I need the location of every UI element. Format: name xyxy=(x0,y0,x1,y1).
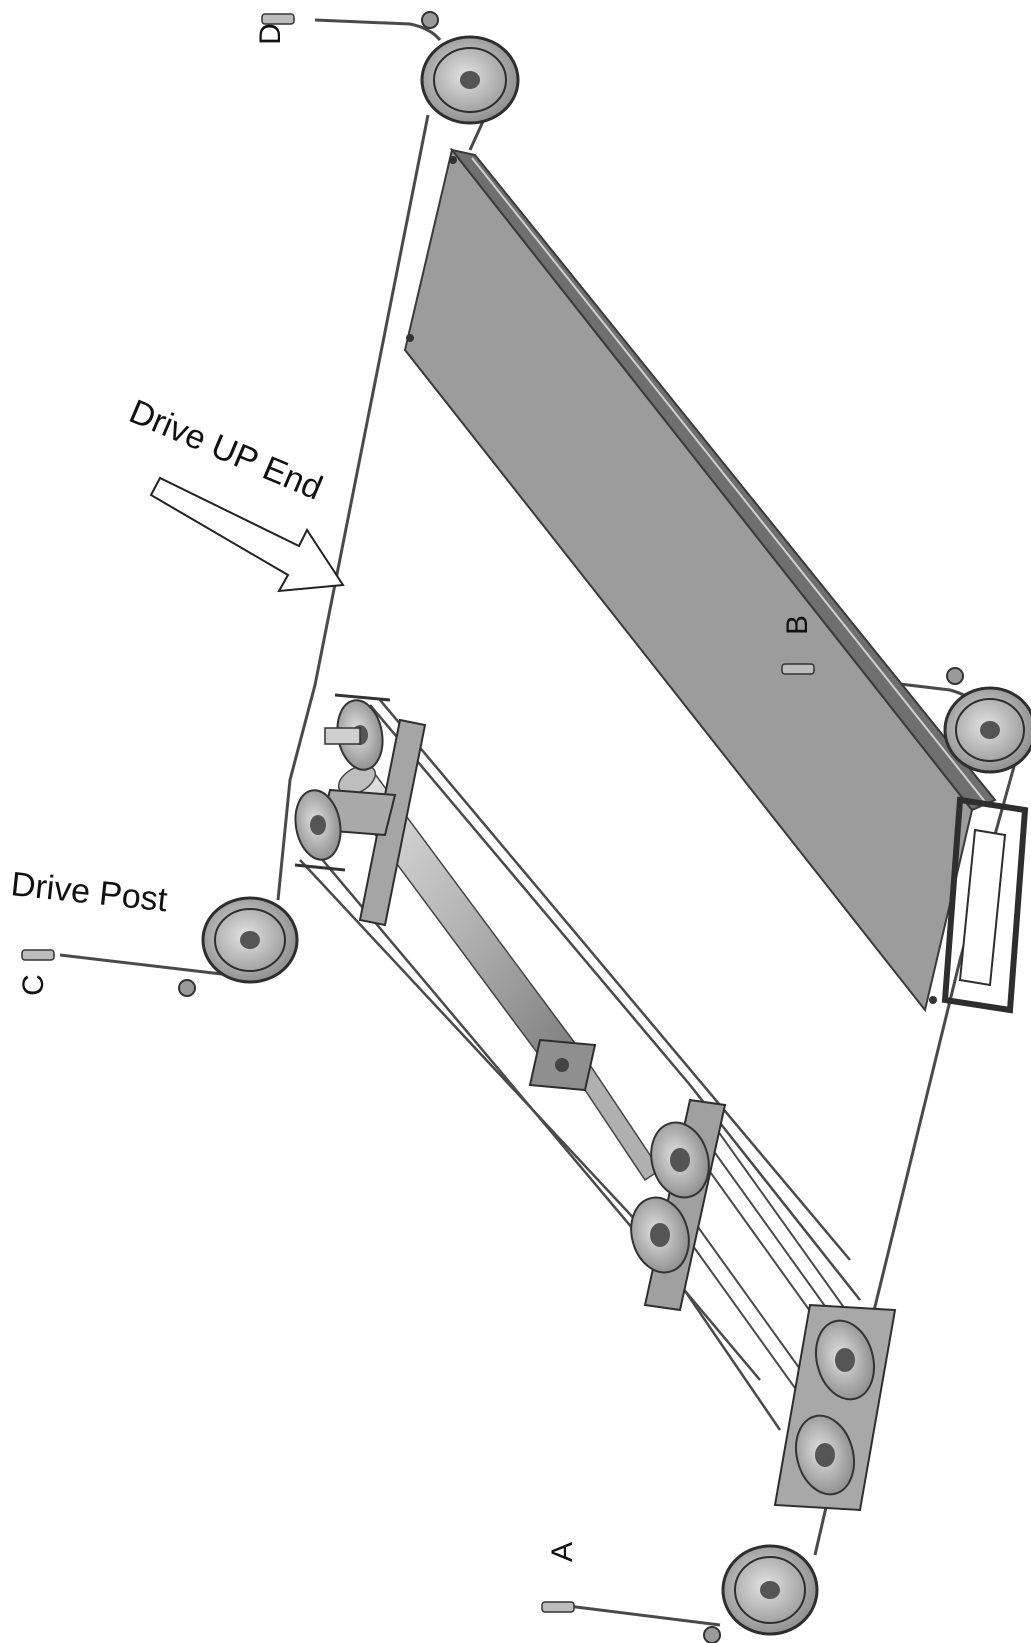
drive-post-pulleys xyxy=(294,693,391,872)
sheave-c xyxy=(178,896,299,997)
pulley-block-lower xyxy=(773,1303,897,1512)
sheave-a xyxy=(703,1544,819,1643)
sheave-b xyxy=(943,667,1031,774)
cable-end-fittings xyxy=(21,13,815,1613)
label-c: C xyxy=(17,974,50,996)
panel-housing xyxy=(403,147,1029,1014)
label-a: A xyxy=(546,1542,579,1562)
drive-tube xyxy=(318,718,662,1182)
label-b: B xyxy=(781,615,814,635)
drive-direction-arrow xyxy=(149,476,345,593)
sheave-d xyxy=(420,11,520,125)
label-d: D xyxy=(254,23,287,45)
pulley-block-upper xyxy=(630,1098,727,1312)
label-drive-post: Drive Post xyxy=(9,865,169,919)
